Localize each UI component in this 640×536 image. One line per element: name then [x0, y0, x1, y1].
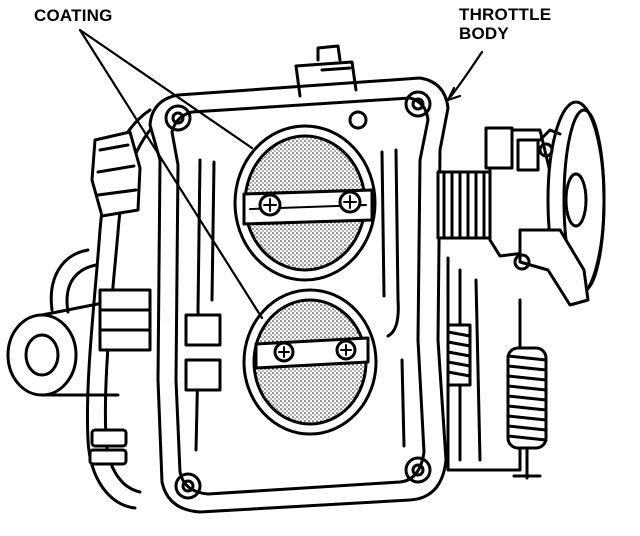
left-fitting-top [90, 130, 142, 218]
lower-bore [242, 288, 378, 436]
upper-bore [233, 124, 377, 282]
right-linkage [436, 100, 606, 480]
left-round-fitting [6, 288, 152, 397]
coil-spring [506, 346, 548, 480]
throttle-body-label-line2: BODY [459, 24, 509, 43]
throttle-body-label: THROTTLE BODY [459, 5, 551, 43]
throttle-body-label-line1: THROTTLE [459, 5, 552, 24]
throttle-body-leader-line [446, 50, 484, 102]
coating-label: COATING [34, 6, 113, 25]
coating-leader-lines [78, 28, 264, 320]
